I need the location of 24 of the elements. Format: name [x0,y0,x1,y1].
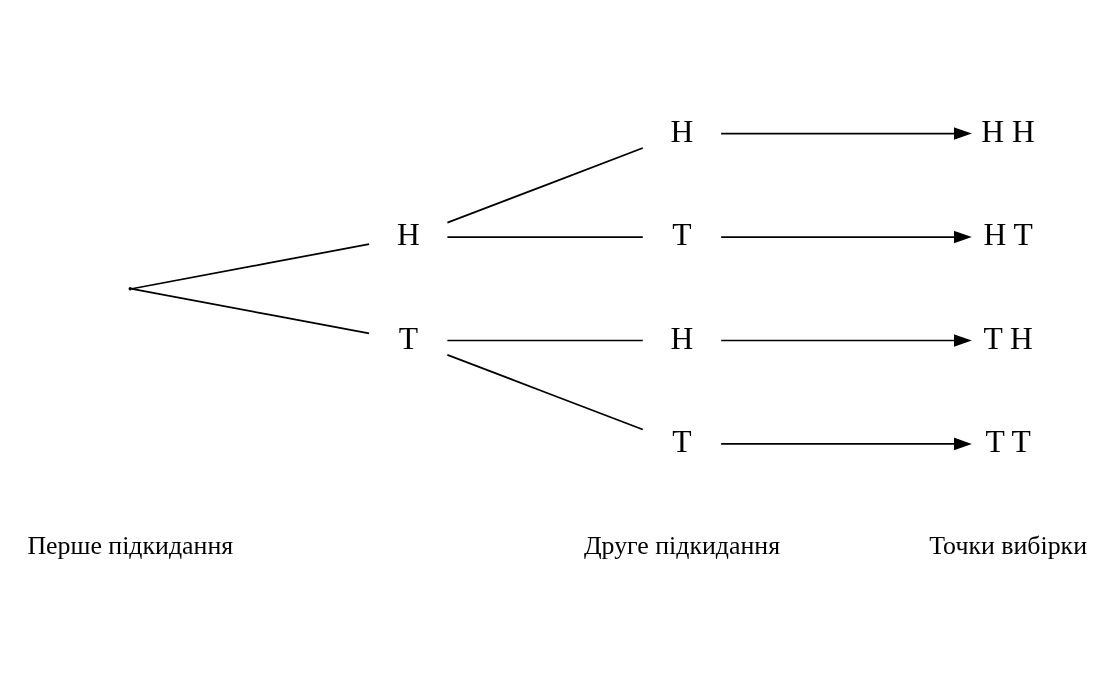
arrow [720,230,972,243]
connector [446,146,644,224]
node-text: T [672,216,692,252]
connector [446,353,644,430]
node-text: T T [985,423,1031,459]
node-text: H [670,320,694,356]
node-text: H [396,216,420,252]
arrow [720,333,972,347]
arrow [720,126,972,140]
connector [446,339,644,341]
label: Точки вибірки [929,530,1087,560]
node-text: H T [983,216,1033,252]
node-text: T [672,423,692,459]
connector [131,287,370,334]
node-point [128,286,133,291]
node-text: H [670,113,694,149]
connector [131,242,370,290]
arrow [720,437,972,450]
node-text: H H [981,113,1035,149]
node-text: T H [983,320,1033,356]
node-text: T [398,320,418,356]
connector [446,235,644,238]
label: Перше підкидання [27,530,234,560]
label: Друге підкидання [583,530,781,560]
